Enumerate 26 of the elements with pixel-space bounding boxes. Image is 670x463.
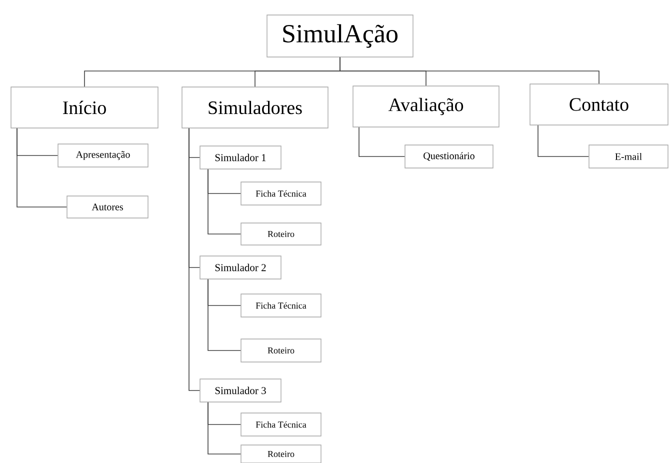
page-box: Simulador 2 [200, 256, 282, 280]
page-box: Autores [66, 196, 148, 218]
page-box: Roteiro [240, 338, 322, 362]
connector-line [16, 128, 68, 208]
page-box: Apresentação [58, 144, 148, 168]
section-box: Contato [530, 84, 668, 126]
connector-line [208, 402, 242, 454]
connector-line [340, 56, 600, 84]
page-box: Ficha Técnica [240, 294, 322, 318]
section-box: Simuladores [182, 86, 328, 128]
page-box: Ficha Técnica [240, 412, 322, 436]
connector-line [538, 124, 590, 157]
page-box: Roteiro [240, 444, 322, 463]
title-box: SimulAção [266, 14, 414, 58]
page-box: Questionário [404, 144, 494, 168]
connector-line [208, 168, 242, 234]
connector-line [188, 128, 200, 391]
section-box: Início [10, 86, 158, 128]
section-box: Avaliação [352, 86, 500, 128]
page-box: Simulador 1 [200, 146, 282, 170]
connector-line [358, 126, 406, 157]
page-box: Simulador 3 [200, 378, 282, 402]
page-box: Ficha Técnica [240, 182, 322, 206]
page-box: E-mail [588, 144, 668, 168]
page-box: Roteiro [240, 222, 322, 246]
connector-line [208, 278, 242, 351]
